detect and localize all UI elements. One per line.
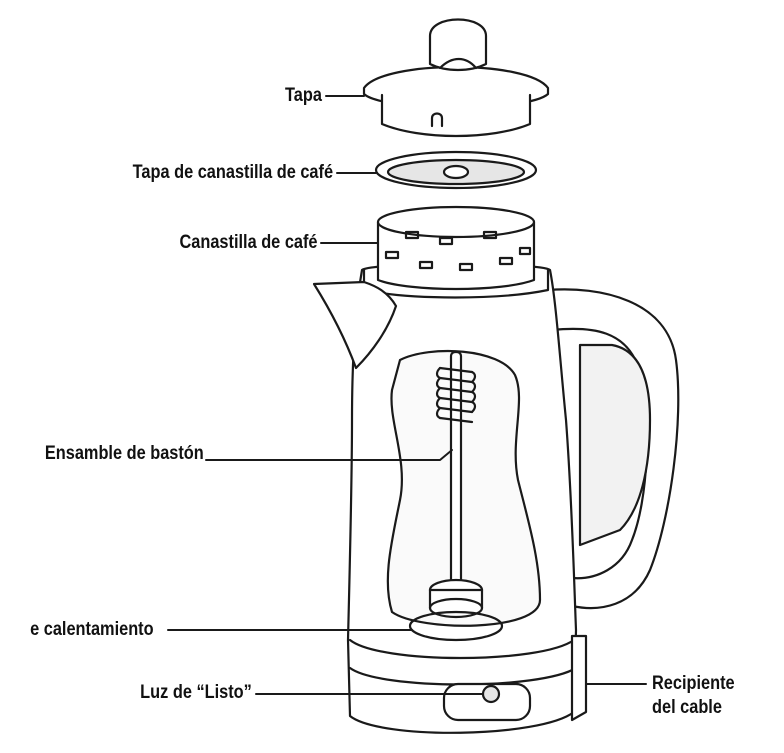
basket-cover: [374, 150, 538, 190]
coffee-basket: [376, 205, 536, 291]
ready-light-icon: [481, 684, 501, 704]
label-recipiente-line1: Recipiente: [652, 673, 735, 694]
label-recipiente-line2: del cable: [652, 697, 722, 718]
label-luz: Luz de “Listo”: [140, 682, 252, 703]
leader-lines: [167, 95, 647, 695]
viewing-window: [386, 349, 542, 627]
label-canastilla: Canastilla de café: [179, 232, 318, 253]
label-calentamiento: e calentamiento: [30, 619, 154, 640]
label-baston: Ensamble de bastón: [45, 443, 204, 464]
label-tapa: Tapa: [285, 85, 322, 106]
cord-storage: [570, 634, 588, 722]
lid: [362, 18, 550, 138]
leader-baston: [205, 449, 453, 461]
stem-assembly: [408, 350, 504, 642]
label-tapa-canastilla: Tapa de canastilla de café: [132, 162, 333, 183]
